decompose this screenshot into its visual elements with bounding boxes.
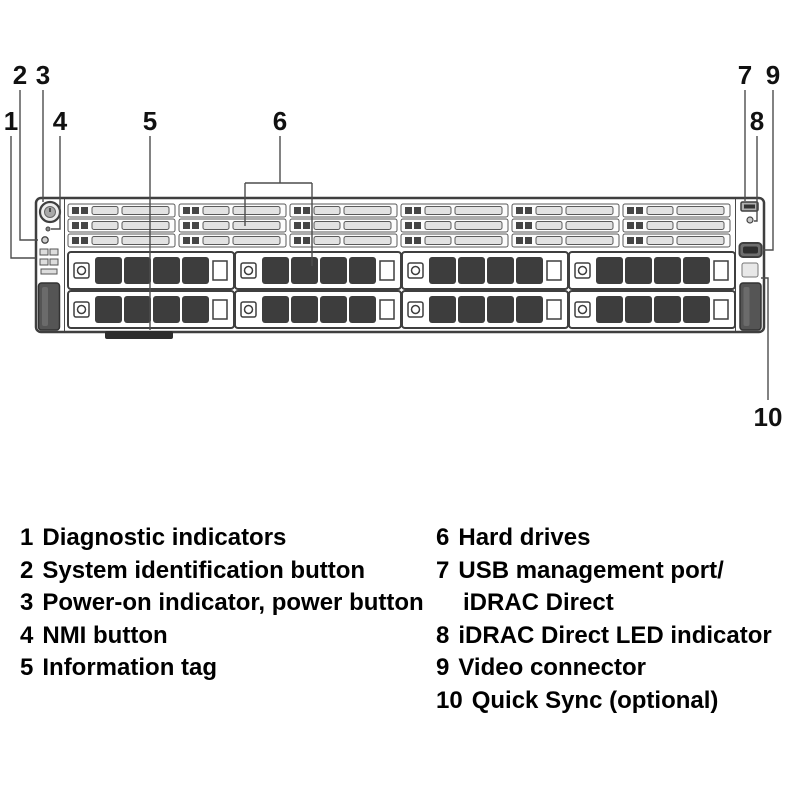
legend-num: 2 <box>20 556 34 584</box>
hard-drive-bay <box>234 290 402 329</box>
legend-text: iDRAC Direct <box>463 589 614 616</box>
ssd-module <box>289 203 398 218</box>
legend-num: 4 <box>20 621 34 649</box>
callout-line-10 <box>761 277 769 400</box>
callout-line-6 <box>244 136 313 266</box>
system-id-button-icon <box>41 236 49 244</box>
callout-9: 9 <box>766 60 780 90</box>
legend-num: 3 <box>20 589 34 616</box>
legend-text: iDRAC Direct LED indicator <box>458 621 772 649</box>
legend-item-7-continued: iDRAC Direct <box>436 587 772 620</box>
callout-line-2 <box>19 90 38 241</box>
information-tag <box>105 331 173 339</box>
legend-item-10: 10 Quick Sync (optional) <box>436 685 772 718</box>
legend-item-4: 4 NMI button <box>20 620 424 653</box>
ssd-module <box>67 218 176 233</box>
ssd-module <box>289 233 398 248</box>
ssd-module <box>67 233 176 248</box>
ssd-module <box>178 218 287 233</box>
video-connector-icon <box>738 242 763 258</box>
server-front-diagram: 2 3 1 4 5 6 7 9 8 10 <box>4 60 783 432</box>
legend-column-left: 1 Diagnostic indicators 2 System identif… <box>20 522 424 685</box>
callout-10: 10 <box>754 402 783 432</box>
legend-item-9: 9 Video connector <box>436 652 772 685</box>
hard-drive-bay <box>401 290 569 329</box>
legend-text: NMI button <box>42 621 168 649</box>
callout-2: 2 <box>13 60 27 90</box>
ssd-module <box>511 233 620 248</box>
callout-6: 6 <box>273 106 287 136</box>
callout-line-1 <box>10 136 36 259</box>
legend-item-2: 2 System identification button <box>20 555 424 588</box>
callout-line-4 <box>51 136 61 230</box>
callout-1: 1 <box>4 106 18 136</box>
callout-line-8 <box>754 136 758 222</box>
usb-port-icon <box>740 201 759 212</box>
quick-sync-area <box>741 262 759 278</box>
legend-num: 9 <box>436 654 450 681</box>
ssd-module <box>622 203 731 218</box>
ssd-module <box>178 233 287 248</box>
legend-num: 1 <box>20 524 34 551</box>
legend-num: 6 <box>436 524 450 551</box>
legend-text: USB management port/ <box>458 556 724 584</box>
callout-3: 3 <box>36 60 50 90</box>
hard-drive-bay <box>234 251 402 290</box>
legend-item-1: 1 Diagnostic indicators <box>20 522 424 555</box>
legend-text: Information tag <box>42 654 218 681</box>
legend-text: Quick Sync (optional) <box>471 686 719 714</box>
hard-drive-bay <box>568 251 736 290</box>
legend-num: 10 <box>436 686 463 714</box>
ssd-module <box>622 233 731 248</box>
legend-text: System identification button <box>42 556 366 584</box>
legend-num: 5 <box>20 654 34 681</box>
ssd-module <box>511 218 620 233</box>
left-latch <box>37 282 61 331</box>
legend-num: 7 <box>436 556 450 584</box>
legend-num: 8 <box>436 621 450 649</box>
legend-text: Power-on indicator, power button <box>42 589 424 616</box>
ssd-module <box>400 218 509 233</box>
legend-item-7: 7 USB management port/ <box>436 555 772 588</box>
ssd-module <box>622 218 731 233</box>
diagnostic-led-icons <box>39 248 59 275</box>
legend-text: Hard drives <box>458 524 591 551</box>
legend-item-5: 5 Information tag <box>20 652 424 685</box>
legend-item-3: 3 Power-on indicator, power button <box>20 587 424 620</box>
ssd-module <box>400 233 509 248</box>
ssd-module <box>511 203 620 218</box>
legend-column-right: 6 Hard drives 7 USB management port/ iDR… <box>436 522 772 717</box>
callout-8: 8 <box>750 106 764 136</box>
right-latch <box>739 282 762 331</box>
callout-lines <box>10 90 774 400</box>
ssd-module <box>400 203 509 218</box>
hard-drive-bay <box>67 251 235 290</box>
callout-5: 5 <box>143 106 157 136</box>
hard-drive-bay <box>401 251 569 290</box>
legend-item-6: 6 Hard drives <box>436 522 772 555</box>
nmi-pinhole-icon <box>45 226 51 232</box>
legend-text: Diagnostic indicators <box>42 524 287 551</box>
idrac-led-icon <box>746 216 754 224</box>
callout-7: 7 <box>738 60 752 90</box>
ssd-module <box>67 203 176 218</box>
hard-drive-bay <box>568 290 736 329</box>
ssd-module <box>289 218 398 233</box>
legend-text: Video connector <box>458 654 646 681</box>
callout-4: 4 <box>53 106 68 136</box>
legend-item-8: 8 iDRAC Direct LED indicator <box>436 620 772 653</box>
callout-line-9 <box>763 90 774 251</box>
ssd-module <box>178 203 287 218</box>
hard-drive-bay <box>67 290 235 329</box>
power-button-icon <box>38 200 62 224</box>
